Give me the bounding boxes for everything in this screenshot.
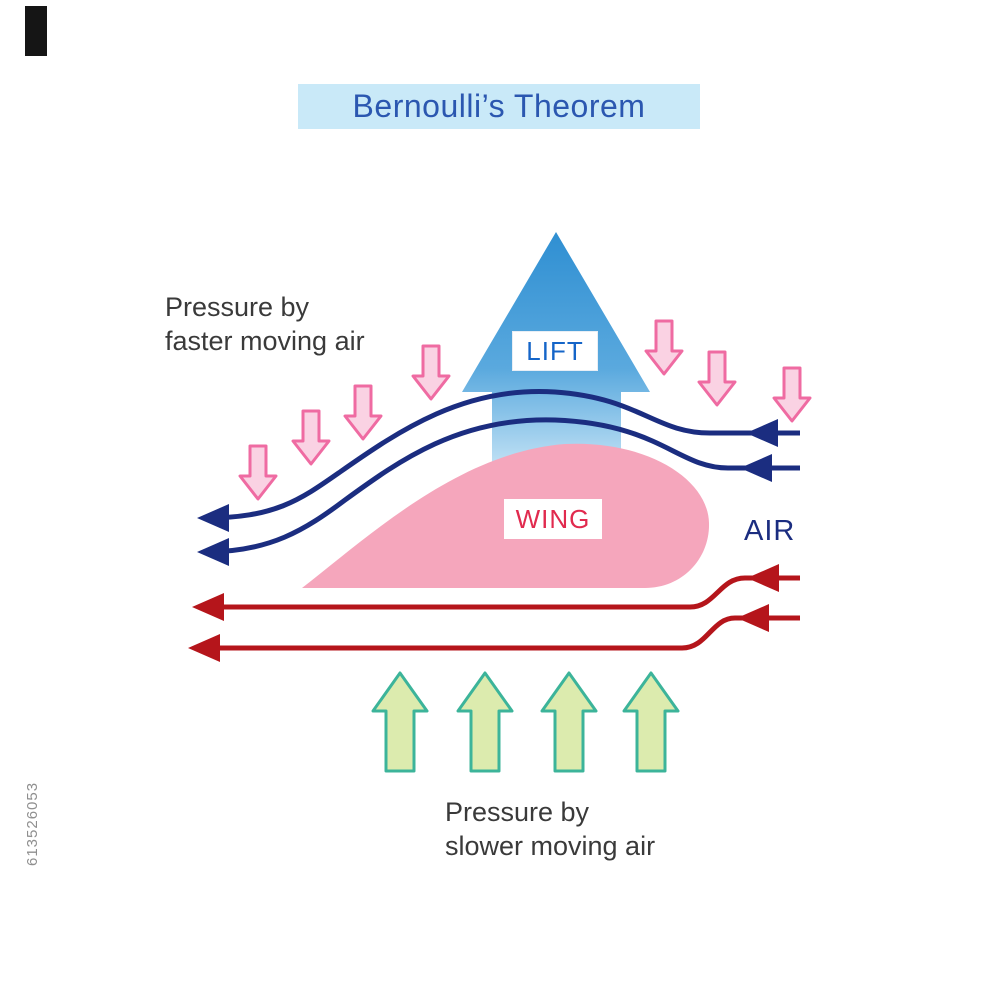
fast-pressure-line2: faster moving air <box>165 326 365 356</box>
up-arrow-icon <box>622 671 680 773</box>
watermark-bar <box>25 6 47 56</box>
down-arrow-icon <box>343 384 383 441</box>
air-label: AIR <box>744 515 796 547</box>
down-arrow-icon <box>644 319 684 376</box>
down-arrow-icon <box>238 444 278 501</box>
wing-label: WING <box>504 499 602 539</box>
fast-airflow-arrowheads <box>197 419 778 566</box>
watermark-id: 613526053 <box>24 781 41 866</box>
diagram-title: Bernoulli’s Theorem <box>352 88 646 124</box>
lift-label-text: LIFT <box>526 335 584 366</box>
lift-label: LIFT <box>512 331 598 371</box>
up-arrow-icon <box>456 671 514 773</box>
wing-label-text: WING <box>515 503 591 534</box>
slow-pressure-annotation: Pressure by slower moving air <box>445 795 655 863</box>
slow-pressure-line2: slower moving air <box>445 831 656 861</box>
slow-airflow-lines <box>188 564 800 662</box>
up-arrow-icon <box>371 671 429 773</box>
slow-pressure-line1: Pressure by <box>445 797 590 827</box>
down-arrow-icon <box>772 366 812 423</box>
fast-airflow-lines <box>197 388 800 566</box>
diagram-title-box: Bernoulli’s Theorem <box>298 84 700 129</box>
down-arrow-icon <box>697 350 737 407</box>
down-arrow-icon <box>291 409 331 466</box>
fast-pressure-annotation: Pressure by faster moving air <box>165 290 365 358</box>
slow-airflow-arrowheads <box>188 564 779 662</box>
down-arrow-icon <box>411 344 451 401</box>
slow-pressure-arrows <box>371 671 680 773</box>
up-arrow-icon <box>540 671 598 773</box>
fast-pressure-line1: Pressure by <box>165 292 310 322</box>
